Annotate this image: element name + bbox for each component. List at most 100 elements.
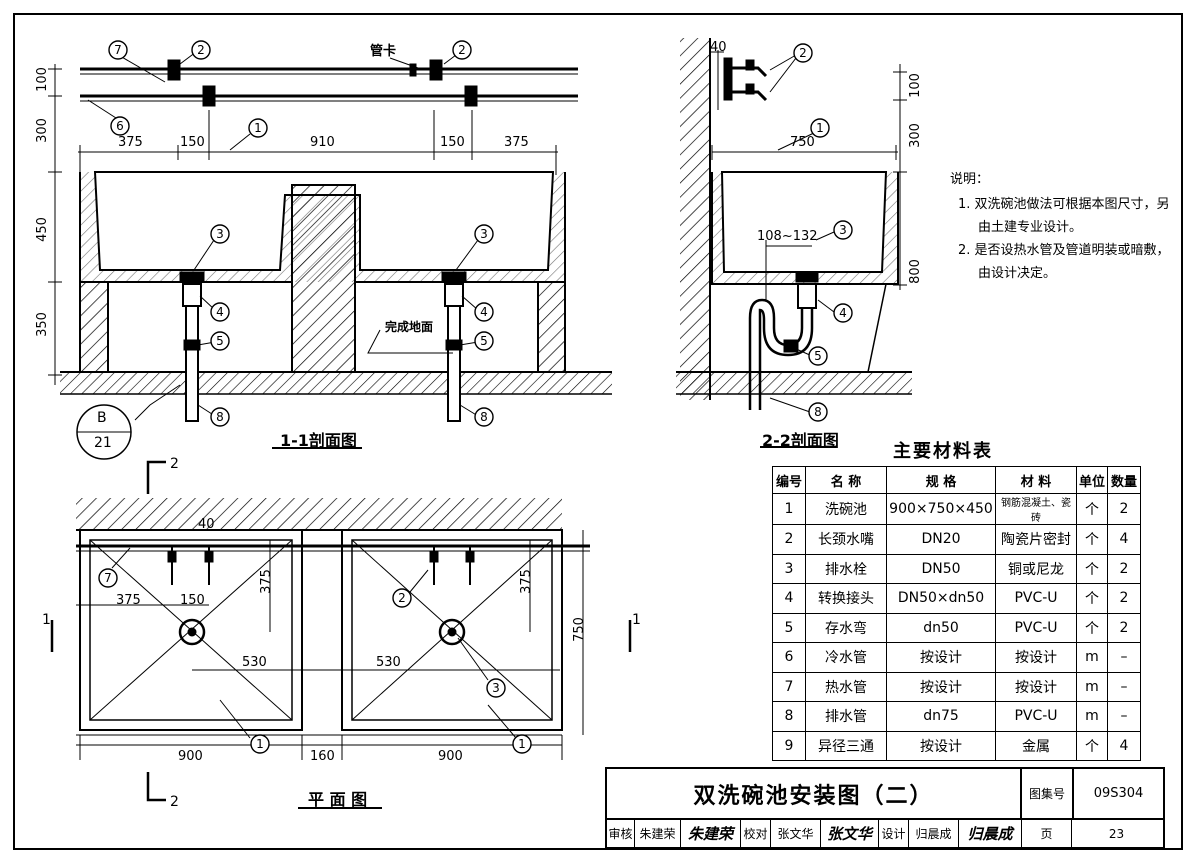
row-material: PVC-U [995,701,1077,732]
row-qty: – [1107,642,1141,673]
row-no: 7 [772,671,806,702]
row-name: 转换接头 [805,583,887,614]
row-spec: 900×750×450 [886,493,996,525]
row-qty: – [1107,701,1141,732]
row-material: 金属 [995,730,1077,761]
reviewer-signature: 朱建荣 [681,820,741,847]
row-material: PVC-U [995,612,1077,643]
row-name: 洗碗池 [805,493,887,525]
page-number: 23 [1108,826,1125,841]
row-spec: DN20 [886,524,996,555]
row-unit: 个 [1076,730,1108,761]
dim-top-375-right: 375 [504,135,529,150]
row-no: 8 [772,701,806,732]
row-name: 存水弯 [805,612,887,643]
section-mark-left: 1 [42,612,51,628]
row-qty: 2 [1107,553,1141,584]
atlas-label: 图集号 [1022,769,1074,820]
plan-dim-375-a: 375 [116,593,141,608]
row-spec: 按设计 [886,642,996,673]
row-material: 陶瓷片密封 [995,524,1077,555]
header-name: 名 称 [805,466,887,494]
row-qty: 4 [1107,730,1141,761]
header-unit: 单位 [1076,466,1108,494]
plan-dim-375-c: 375 [518,569,534,594]
header-spec: 规 格 [886,466,996,494]
row-name: 排水栓 [805,553,887,584]
checker-name: 张文华 [771,820,821,847]
reviewer-name: 朱建荣 [635,820,681,847]
row-spec: DN50×dn50 [886,583,996,614]
dim-22-300: 300 [907,123,923,148]
row-no: 2 [772,524,806,555]
row-spec: DN50 [886,553,996,584]
plan-dim-160: 160 [310,749,335,764]
plan-dim-530-a: 530 [242,655,267,670]
checker-signature: 张文华 [821,820,879,847]
row-qty: 2 [1107,583,1141,614]
section-2-2 [676,38,912,448]
signature-row: 审核 朱建荣 朱建荣 校对 张文华 张文华 设计 归晨成 归晨成 页 23 [607,820,1161,847]
row-name: 异径三通 [805,730,887,761]
section-1-1 [48,51,612,460]
pipe-clamp-label: 管卡 [370,44,397,59]
header-qty: 数量 [1107,466,1141,494]
row-unit: 个 [1076,612,1108,643]
floor-label: 完成地面 [385,320,434,334]
materials-title: 主要材料表 [893,441,993,462]
plan-dim-530-b: 530 [376,655,401,670]
row-material: 按设计 [995,671,1077,702]
plan-dim-900-b: 900 [438,749,463,764]
row-qty: 2 [1107,493,1141,525]
notes-heading: 说明： [950,172,990,187]
dim-22-40: 40 [710,40,727,55]
dim-22-800: 800 [907,259,923,284]
row-material: 钢筋混凝土、瓷砖 [995,493,1077,525]
plan-dim-750: 750 [571,617,587,642]
check-label: 校对 [741,820,771,847]
row-unit: 个 [1076,553,1108,584]
row-material: PVC-U [995,583,1077,614]
dim-22-100: 100 [907,73,923,98]
plan-dim-150: 150 [180,593,205,608]
designer-signature: 归晨成 [959,820,1022,847]
header-no: 编号 [772,466,806,494]
row-qty: – [1107,671,1141,702]
atlas-number: 09S304 [1074,769,1163,820]
note-item-1: 1. 双洗碗池做法可根据本图尺寸，另由土建专业设计。 [958,197,1170,235]
note-item-2: 2. 是否设热水管及管道明装或暗敷，由设计决定。 [958,243,1170,281]
row-no: 9 [772,730,806,761]
dim-450: 450 [34,217,50,242]
row-no: 1 [772,493,806,525]
row-qty: 4 [1107,524,1141,555]
row-spec: 按设计 [886,671,996,702]
sheet-border [13,13,1183,850]
row-qty: 2 [1107,612,1141,643]
designer-name: 归晨成 [909,820,959,847]
section-mark-top: 2 [170,456,179,472]
plan-dim-900-a: 900 [178,749,203,764]
detail-ref-bottom: 21 [94,435,112,451]
page-label: 页 [1022,820,1072,847]
section-mark-right: 1 [632,612,641,628]
row-unit: m [1076,701,1108,732]
row-no: 5 [772,612,806,643]
row-no: 3 [772,553,806,584]
dim-350: 350 [34,312,50,337]
header-material: 材 料 [995,466,1077,494]
title-block: 双洗碗池安装图（二） 图集号 09S304 审核 朱建荣 朱建荣 校对 张文华 … [605,767,1165,849]
dim-top-150-left: 150 [180,135,205,150]
row-spec: dn50 [886,612,996,643]
detail-ref-top: B [97,410,107,426]
dim-top-910: 910 [310,135,335,150]
dim-100: 100 [34,67,50,92]
